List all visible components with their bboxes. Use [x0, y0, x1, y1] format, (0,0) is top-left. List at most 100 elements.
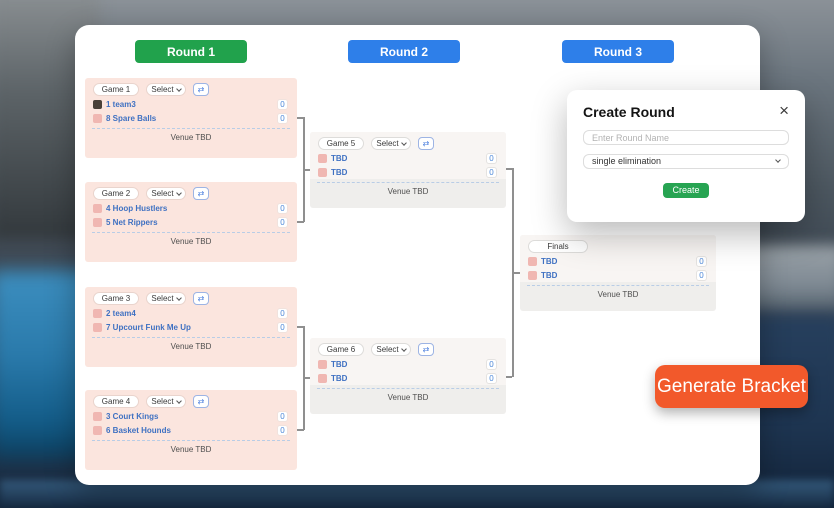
- team-row[interactable]: TBD 0: [310, 358, 506, 371]
- divider: [527, 285, 709, 286]
- team-name: 5 Net Rippers: [106, 218, 158, 227]
- select-dropdown[interactable]: Select: [146, 395, 186, 408]
- team-logo: [93, 426, 102, 435]
- score-badge[interactable]: 0: [486, 167, 497, 178]
- team-logo: [318, 154, 327, 163]
- create-button[interactable]: Create: [663, 182, 709, 198]
- game-label-button[interactable]: Finals: [528, 240, 588, 253]
- bracket-connector: [512, 272, 520, 274]
- game-label-button[interactable]: Game 4: [93, 395, 139, 408]
- team-name: TBD: [541, 257, 558, 266]
- team-name: TBD: [331, 374, 348, 383]
- swap-teams-icon[interactable]: ⇄: [193, 395, 209, 408]
- team-name: 6 Basket Hounds: [106, 426, 171, 435]
- select-dropdown[interactable]: Select: [146, 187, 186, 200]
- score-badge[interactable]: 0: [277, 308, 288, 319]
- bracket-connector: [297, 326, 304, 328]
- game-card-2: Game 2 Select ⇄ 4 Hoop Hustlers 0 5 Net …: [85, 182, 297, 262]
- score-badge[interactable]: 0: [277, 217, 288, 228]
- score-badge[interactable]: 0: [486, 359, 497, 370]
- team-name: 3 Court Kings: [106, 412, 159, 421]
- team-name: 1 team3: [106, 100, 136, 109]
- finals-card: Finals TBD 0 TBD 0 Venue TBD: [520, 235, 716, 311]
- game-label-button[interactable]: Game 1: [93, 83, 139, 96]
- round-1-header[interactable]: Round 1: [135, 40, 247, 63]
- team-logo: [93, 218, 102, 227]
- team-row[interactable]: TBD 0: [520, 269, 716, 282]
- game-label-button[interactable]: Game 5: [318, 137, 364, 150]
- team-logo: [93, 323, 102, 332]
- close-icon[interactable]: ×: [779, 101, 789, 120]
- team-row[interactable]: 4 Hoop Hustlers 0: [85, 202, 297, 215]
- divider: [92, 337, 290, 338]
- team-row[interactable]: TBD 0: [310, 372, 506, 385]
- team-logo: [318, 168, 327, 177]
- team-row[interactable]: 5 Net Rippers 0: [85, 216, 297, 229]
- swap-teams-icon[interactable]: ⇄: [193, 83, 209, 96]
- team-name: 2 team4: [106, 309, 136, 318]
- score-badge[interactable]: 0: [486, 373, 497, 384]
- team-row[interactable]: TBD 0: [310, 152, 506, 165]
- team-row[interactable]: TBD 0: [310, 166, 506, 179]
- team-name: TBD: [331, 154, 348, 163]
- bracket-connector: [303, 169, 310, 171]
- team-row[interactable]: 6 Basket Hounds 0: [85, 424, 297, 437]
- swap-teams-icon[interactable]: ⇄: [193, 292, 209, 305]
- team-logo: [93, 309, 102, 318]
- game-card-1: Game 1 Select ⇄ 1 team3 0 8 Spare Balls …: [85, 78, 297, 158]
- score-badge[interactable]: 0: [277, 203, 288, 214]
- team-row[interactable]: 7 Upcourt Funk Me Up 0: [85, 321, 297, 334]
- venue-label: Venue TBD: [387, 187, 429, 196]
- score-badge[interactable]: 0: [277, 322, 288, 333]
- chevron-down-icon: [400, 139, 407, 146]
- team-row[interactable]: TBD 0: [520, 255, 716, 268]
- select-dropdown[interactable]: Select: [146, 292, 186, 305]
- score-badge[interactable]: 0: [277, 113, 288, 124]
- select-dropdown[interactable]: Select: [146, 83, 186, 96]
- score-badge[interactable]: 0: [277, 99, 288, 110]
- score-badge[interactable]: 0: [486, 153, 497, 164]
- bracket-connector: [297, 429, 304, 431]
- game-card-4: Game 4 Select ⇄ 3 Court Kings 0 6 Basket…: [85, 390, 297, 470]
- team-logo: [318, 374, 327, 383]
- round-2-header[interactable]: Round 2: [348, 40, 460, 63]
- team-row[interactable]: 1 team3 0: [85, 98, 297, 111]
- select-dropdown[interactable]: Select: [371, 343, 411, 356]
- divider: [317, 388, 499, 389]
- venue-label: Venue TBD: [170, 237, 212, 246]
- bracket-connector: [297, 117, 304, 119]
- chevron-down-icon: [175, 189, 182, 196]
- score-badge[interactable]: 0: [696, 256, 707, 267]
- team-row[interactable]: 3 Court Kings 0: [85, 410, 297, 423]
- game-label-button[interactable]: Game 6: [318, 343, 364, 356]
- venue-label: Venue TBD: [170, 445, 212, 454]
- bracket-connector: [297, 221, 304, 223]
- create-round-modal: Create Round × single elimination Create: [567, 90, 805, 222]
- round-3-header[interactable]: Round 3: [562, 40, 674, 63]
- select-dropdown[interactable]: Select: [371, 137, 411, 150]
- score-badge[interactable]: 0: [277, 411, 288, 422]
- swap-teams-icon[interactable]: ⇄: [418, 343, 434, 356]
- divider: [92, 232, 290, 233]
- game-label-button[interactable]: Game 2: [93, 187, 139, 200]
- generate-bracket-button[interactable]: Generate Bracket: [655, 365, 808, 408]
- elimination-type-select[interactable]: single elimination: [583, 153, 789, 169]
- bracket-connector: [303, 377, 310, 379]
- chevron-down-icon: [175, 85, 182, 92]
- swap-teams-icon[interactable]: ⇄: [193, 187, 209, 200]
- score-badge[interactable]: 0: [277, 425, 288, 436]
- team-row[interactable]: 2 team4 0: [85, 307, 297, 320]
- swap-teams-icon[interactable]: ⇄: [418, 137, 434, 150]
- venue-label: Venue TBD: [387, 393, 429, 402]
- team-logo: [528, 271, 537, 280]
- chevron-down-icon: [175, 294, 182, 301]
- divider: [317, 182, 499, 183]
- round-name-input[interactable]: [583, 130, 789, 145]
- team-row[interactable]: 8 Spare Balls 0: [85, 112, 297, 125]
- team-name: 7 Upcourt Funk Me Up: [106, 323, 191, 332]
- game-label-button[interactable]: Game 3: [93, 292, 139, 305]
- chevron-down-icon: [775, 157, 781, 163]
- elimination-type-value: single elimination: [592, 156, 662, 166]
- game-card-5: Game 5 Select ⇄ TBD 0 TBD 0 Venue TBD: [310, 132, 506, 208]
- score-badge[interactable]: 0: [696, 270, 707, 281]
